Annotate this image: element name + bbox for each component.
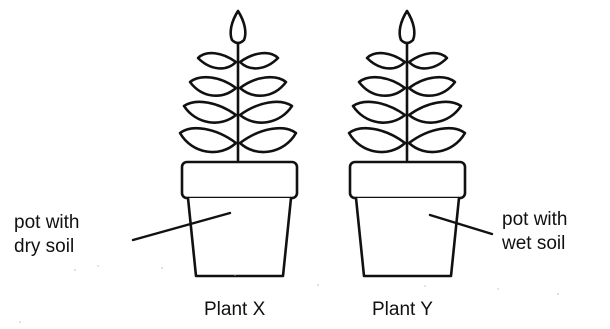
plant-y <box>349 11 465 276</box>
plant-x-pot-body <box>188 198 291 276</box>
caption-plant-y: Plant Y <box>372 298 433 322</box>
plant-y-pot-body <box>356 198 459 276</box>
scan-noise <box>19 265 559 323</box>
plant-x-leaf <box>240 77 286 96</box>
plant-x-leaf <box>184 102 236 123</box>
plant-x-leaf <box>240 53 278 68</box>
label-dry-soil-pot: pot with dry soil <box>14 211 79 259</box>
label-left-line2: dry soil <box>14 235 79 259</box>
label-right-line2: wet soil <box>502 232 567 256</box>
caption-plant-x: Plant X <box>204 298 265 322</box>
plant-y-leaf <box>359 77 405 96</box>
plant-y-leaf <box>349 128 405 152</box>
label-left-line1: pot with <box>14 211 79 235</box>
plant-y-leaf <box>409 77 455 96</box>
plant-x <box>180 11 297 276</box>
plant-x-pot-rim <box>182 162 297 198</box>
plant-x-leaf <box>240 102 292 123</box>
plant-y-leaf <box>353 102 405 123</box>
plant-x-leaf <box>240 128 296 152</box>
plant-y-leaf <box>409 128 465 152</box>
label-wet-soil-pot: pot with wet soil <box>502 208 567 256</box>
plant-y-leaf <box>409 53 447 68</box>
plant-y-leaf <box>367 53 405 68</box>
plant-x-bud <box>231 11 246 43</box>
plant-x-leaf <box>190 77 236 96</box>
label-right-line1: pot with <box>502 208 567 232</box>
plant-y-bud <box>400 11 415 43</box>
plant-x-leaf <box>198 53 236 68</box>
plant-x-leaf <box>180 128 236 152</box>
plant-y-leaf <box>409 102 461 123</box>
plant-y-pot-rim <box>350 162 465 198</box>
